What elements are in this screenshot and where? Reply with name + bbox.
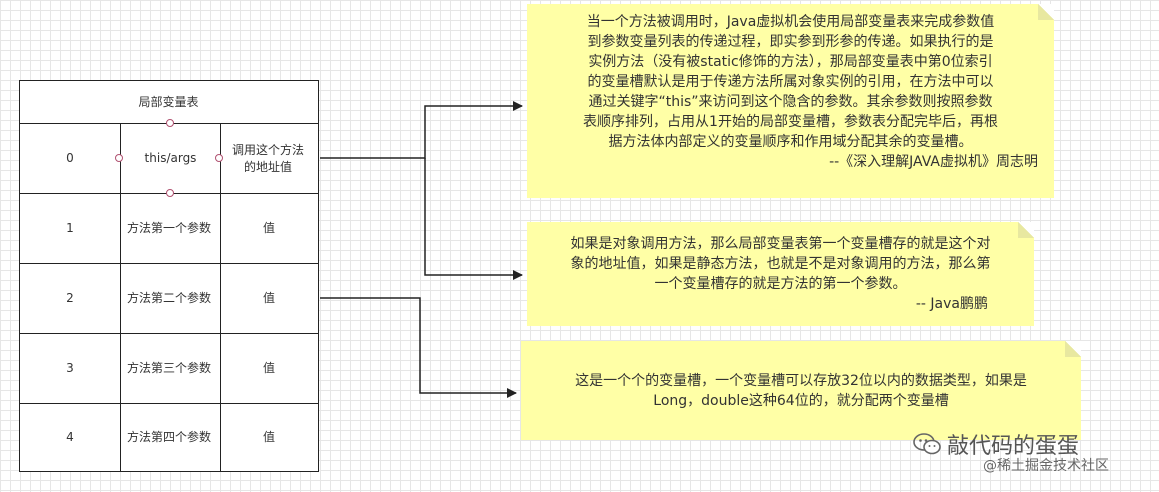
table-title: 局部变量表 bbox=[138, 95, 199, 109]
note-line: 到参数变量列表的传递过程，即实参到形参的传递。如果执行的是 bbox=[587, 34, 994, 50]
divider bbox=[120, 123, 121, 471]
note-line: 的变量槽默认是用于传递方法所属对象实例的引用，在方法中可以 bbox=[587, 74, 994, 90]
note-author-explanation: 如果是对象调用方法，那么局部变量表第一个变量槽存的就是这个对 象的地址值，如果是… bbox=[527, 222, 1034, 326]
arrow-to-note-1 bbox=[320, 101, 523, 159]
watermark-brand: 敲代码的蛋蛋 bbox=[913, 428, 1079, 460]
divider bbox=[20, 403, 318, 404]
slot-index: 4 bbox=[66, 430, 74, 444]
resize-handle[interactable] bbox=[215, 154, 223, 162]
divider bbox=[220, 123, 221, 471]
arrow-to-note-2 bbox=[424, 158, 523, 280]
arrow-to-note-3 bbox=[320, 297, 517, 398]
note-variable-slot: 这是一个个的变量槽，一个变量槽可以存放32位以内的数据类型，如果是 Long，d… bbox=[521, 341, 1081, 440]
note-jvm-quote: 当一个方法被调用时，Java虚拟机会使用局部变量表来完成参数值 到参数变量列表的… bbox=[527, 4, 1054, 198]
note-line: 表顺序排列，占用从1开始的局部变量槽，参数表分配完毕后，再根 bbox=[583, 114, 998, 130]
slot-index: 3 bbox=[66, 361, 74, 375]
slot-index: 1 bbox=[66, 221, 74, 235]
slot-value: 值 bbox=[262, 291, 275, 305]
slot-name: this/args bbox=[144, 151, 197, 165]
note-fold bbox=[1065, 341, 1081, 357]
slot-value: 值 bbox=[262, 361, 275, 375]
slot-name: 方法第二个参数 bbox=[126, 291, 211, 305]
note-line: 当一个方法被调用时，Java虚拟机会使用局部变量表来完成参数值 bbox=[586, 14, 995, 30]
note-line: 如果是对象调用方法，那么局部变量表第一个变量槽存的就是这个对 bbox=[570, 236, 991, 252]
note-line: 实例方法（没有被static修饰的方法），那局部变量表中第0位索引 bbox=[588, 54, 993, 70]
watermark-sub: @稀土掘金技术社区 bbox=[983, 458, 1109, 474]
slot-name: 方法第三个参数 bbox=[126, 361, 211, 375]
wechat-icon bbox=[913, 433, 941, 455]
slot-index: 0 bbox=[66, 151, 74, 165]
divider bbox=[20, 263, 318, 264]
slot-index: 2 bbox=[66, 291, 74, 305]
local-variable-table: 局部变量表 0 this/args 调用这个方法的地址值 1 方法第一个参数 值… bbox=[19, 80, 319, 472]
divider bbox=[20, 333, 318, 334]
note-line: 通过关键字“this”来访问到这个隐含的参数。其余参数则按照参数 bbox=[588, 94, 993, 110]
note-fold bbox=[1018, 222, 1034, 238]
note-line: 象的地址值，如果是静态方法，也就是不是对象调用的方法，那么第 bbox=[570, 256, 991, 272]
note-fold bbox=[1038, 4, 1054, 20]
resize-handle[interactable] bbox=[166, 189, 174, 197]
note-line: 一个变量槽存的就是方法的第一个参数。 bbox=[654, 276, 907, 292]
slot-name: 方法第四个参数 bbox=[126, 430, 211, 444]
note-line: 据方法体内部定义的变量顺序和作用域分配其余的变量槽。 bbox=[608, 134, 973, 150]
slot-value: 调用这个方法的地址值 bbox=[231, 142, 304, 174]
resize-handle[interactable] bbox=[115, 154, 123, 162]
note-line: 这是一个个的变量槽，一个变量槽可以存放32位以内的数据类型，如果是 bbox=[575, 373, 1027, 389]
slot-value: 值 bbox=[262, 430, 275, 444]
watermark-text: 敲代码的蛋蛋 bbox=[947, 434, 1080, 459]
slot-value: 值 bbox=[262, 221, 275, 235]
note-attribution: -- Java鹏鹏 bbox=[915, 296, 988, 312]
slot-name: 方法第一个参数 bbox=[126, 221, 211, 235]
note-attribution: --《深入理解JAVA虚拟机》周志明 bbox=[829, 154, 1038, 170]
resize-handle[interactable] bbox=[166, 119, 174, 127]
note-line: Long，double这种64位的，就分配两个变量槽 bbox=[653, 393, 949, 409]
